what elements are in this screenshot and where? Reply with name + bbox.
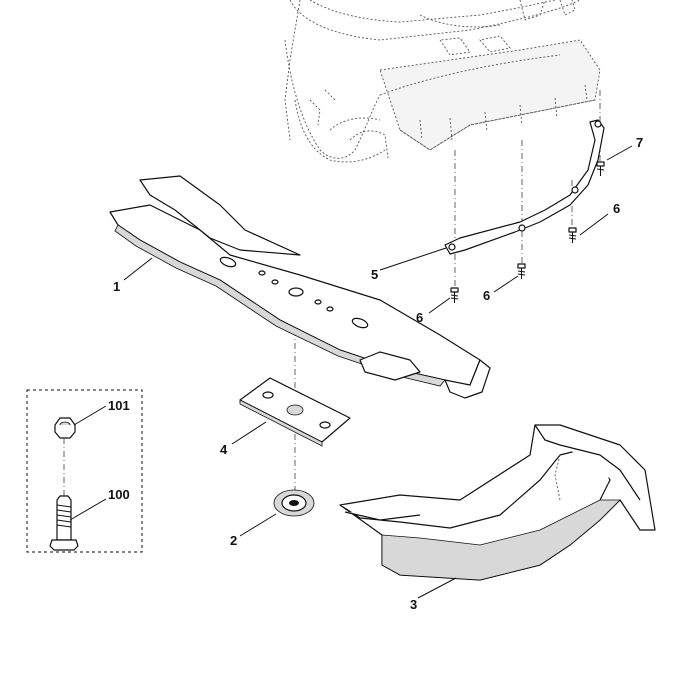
label-strip: 5 (371, 267, 378, 282)
part-labels: 1 2 3 4 5 6 6 6 7 101 100 (108, 135, 643, 612)
nut-part (54, 417, 76, 439)
strip-part (444, 119, 605, 255)
leader-lines (69, 145, 633, 599)
label-plate: 4 (220, 442, 228, 457)
label-bolt: 100 (108, 487, 130, 502)
screw-part-6b (517, 263, 526, 279)
label-nut: 101 (108, 398, 130, 413)
label-screw-c: 6 (613, 201, 620, 216)
label-screw-b: 6 (483, 288, 490, 303)
bolt-part (49, 495, 79, 551)
deflector-part (339, 424, 656, 581)
label-washer: 2 (230, 533, 237, 548)
screw-part-7 (596, 161, 605, 176)
label-screw-top: 7 (636, 135, 643, 150)
label-screw-a: 6 (416, 310, 423, 325)
mounting-plate-part (239, 377, 351, 447)
screw-part-6a (450, 287, 459, 303)
blade-part (109, 175, 491, 399)
star-washer-part (273, 489, 315, 517)
mower-deck-outline (284, 0, 601, 163)
label-blade: 1 (113, 279, 120, 294)
screw-part-6c (568, 227, 577, 243)
alignment-lines (63, 90, 601, 500)
accessory-kit-box (26, 389, 143, 553)
label-deflector: 3 (410, 597, 417, 612)
